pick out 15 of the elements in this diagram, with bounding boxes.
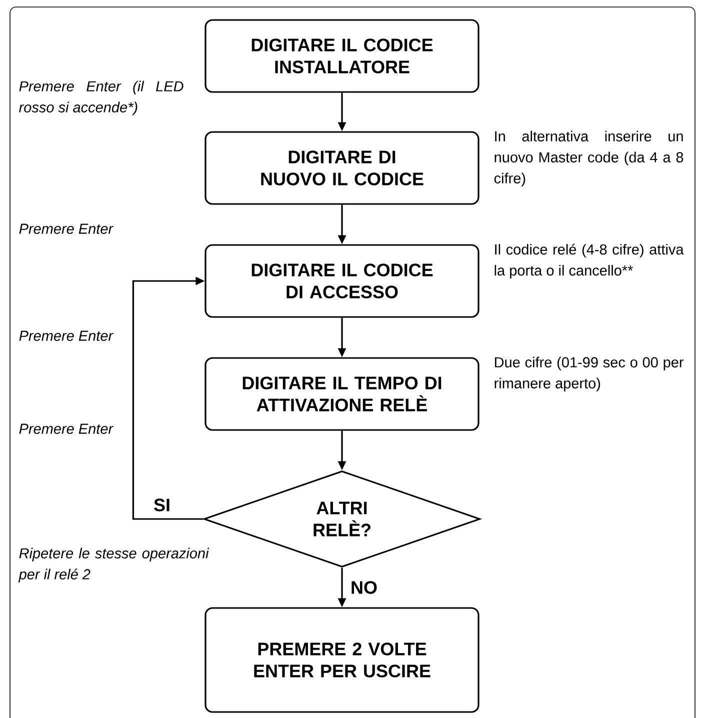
edge-label: NO — [350, 580, 378, 595]
edge-label: SI — [152, 498, 172, 512]
process-box: DIGITARE IL TEMPO DI ATTIVAZIONE RELÈ — [204, 357, 480, 431]
instruction-text: Ripetere le stesse operazioni per il relé 2 — [18, 548, 210, 582]
process-box: DIGITARE DI NUOVO IL CODICE — [204, 131, 480, 205]
note-text: Due cifre (01-99 sec o 00 per rimanere aperto) — [494, 356, 684, 392]
instruction-text: Premere Enter — [19, 330, 114, 341]
instruction-text: Premere Enter (il LED rosso si accende*) — [19, 80, 184, 116]
note-text: In alternativa inserire un nuovo Master code (da 4 a 8 cifre) — [494, 130, 684, 186]
process-box: PREMERE 2 VOLTE ENTER PER USCIRE — [204, 607, 480, 713]
process-box: DIGITARE IL CODICE INSTALLATORE — [204, 19, 480, 93]
process-box: DIGITARE IL CODICE DI ACCESSO — [204, 244, 480, 318]
note-text: Il codice relé (4-8 cifre) attiva la porta o il cancello** — [494, 244, 684, 278]
instruction-text: Premere Enter — [19, 424, 114, 434]
instruction-text: Premere Enter — [19, 224, 114, 234]
